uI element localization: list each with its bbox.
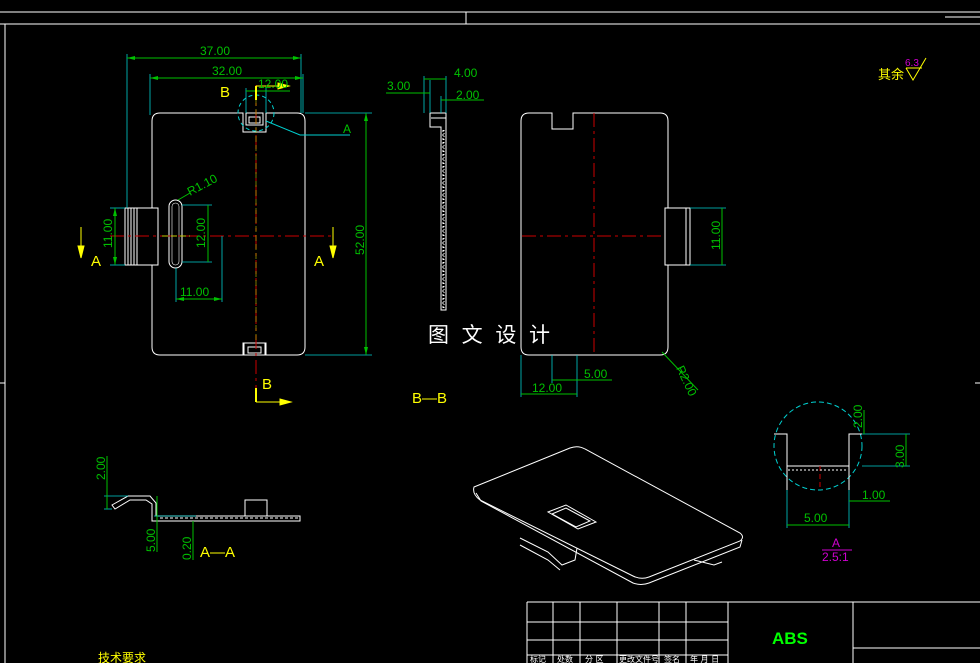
leader-a: A <box>343 122 351 136</box>
front-slot <box>168 199 183 269</box>
tb-header-3: 更改文件号 <box>619 654 659 663</box>
section-b-top: B <box>220 84 230 101</box>
front-plate-outline <box>151 112 306 356</box>
svg-text:图 文 设 计: 图 文 设 计 <box>428 323 553 347</box>
detail-scale: 2.5:1 <box>822 550 849 564</box>
title-block: ABS 标记 处数 分 区 更改文件号 签名 年 月 日 <box>526 601 980 663</box>
rear-dim-12: 12.00 <box>532 381 562 395</box>
section-b-bottom: B <box>262 376 272 393</box>
dim-11-bottom: 11.00 <box>180 285 209 299</box>
side-dim-3: 3.00 <box>387 79 411 93</box>
side-dim-4: 4.00 <box>454 66 478 80</box>
detail-dim-3: 3.00 <box>893 444 907 468</box>
dim-12-slot: 12.00 <box>194 218 208 248</box>
section-a-left: A <box>91 253 101 270</box>
side-view: 3.00 4.00 2.00 B—B <box>386 66 484 407</box>
side-dim-2: 2.00 <box>456 88 480 102</box>
detail-view: 2.00 3.00 1.00 5.00 A 2.5:1 <box>773 401 910 564</box>
watermark: 图 文 设 计 <box>420 318 570 350</box>
material-label: ABS <box>772 629 808 648</box>
detail-dim-1: 1.00 <box>862 488 886 502</box>
tb-header-2: 分 区 <box>585 655 604 663</box>
aa-dim-020: 0.20 <box>180 536 194 560</box>
svg-text:其余: 其余 <box>878 67 904 83</box>
section-aa-title: A—A <box>200 544 235 561</box>
notes-heading: 技术要求 <box>98 651 146 663</box>
drawing-frame <box>0 11 980 663</box>
section-aa: 2.00 5.00 0.20 A—A <box>94 456 301 561</box>
isometric-view <box>473 446 743 585</box>
dim-12-top: 12.00 <box>258 77 288 91</box>
rear-dim-5: 5.00 <box>584 367 608 381</box>
aa-dim-5: 5.00 <box>144 528 158 552</box>
tb-header-4: 签名 <box>664 654 680 663</box>
tb-header-1: 处数 <box>557 654 573 663</box>
detail-dim-5: 5.00 <box>804 511 828 525</box>
roughness-symbol: 其余 6.3 <box>878 57 927 83</box>
detail-label: A <box>832 536 840 550</box>
dim-11-left: 11.00 <box>101 219 115 248</box>
aa-dim-2: 2.00 <box>94 456 108 480</box>
front-view: 37.00 32.00 12.00 52.00 11.00 12.00 11.0… <box>77 44 372 406</box>
detail-dim-2: 2.00 <box>851 404 865 428</box>
side-view-title: B—B <box>412 390 447 407</box>
rear-dim-11: 11.00 <box>709 221 723 250</box>
tb-header-5: 年 月 日 <box>690 654 719 663</box>
section-a-right: A <box>314 253 324 270</box>
dim-32: 32.00 <box>212 64 242 78</box>
svg-text:6.3: 6.3 <box>905 58 919 69</box>
dim-37: 37.00 <box>200 44 230 58</box>
dim-52: 52.00 <box>353 225 367 255</box>
tb-header-0: 标记 <box>530 654 546 663</box>
